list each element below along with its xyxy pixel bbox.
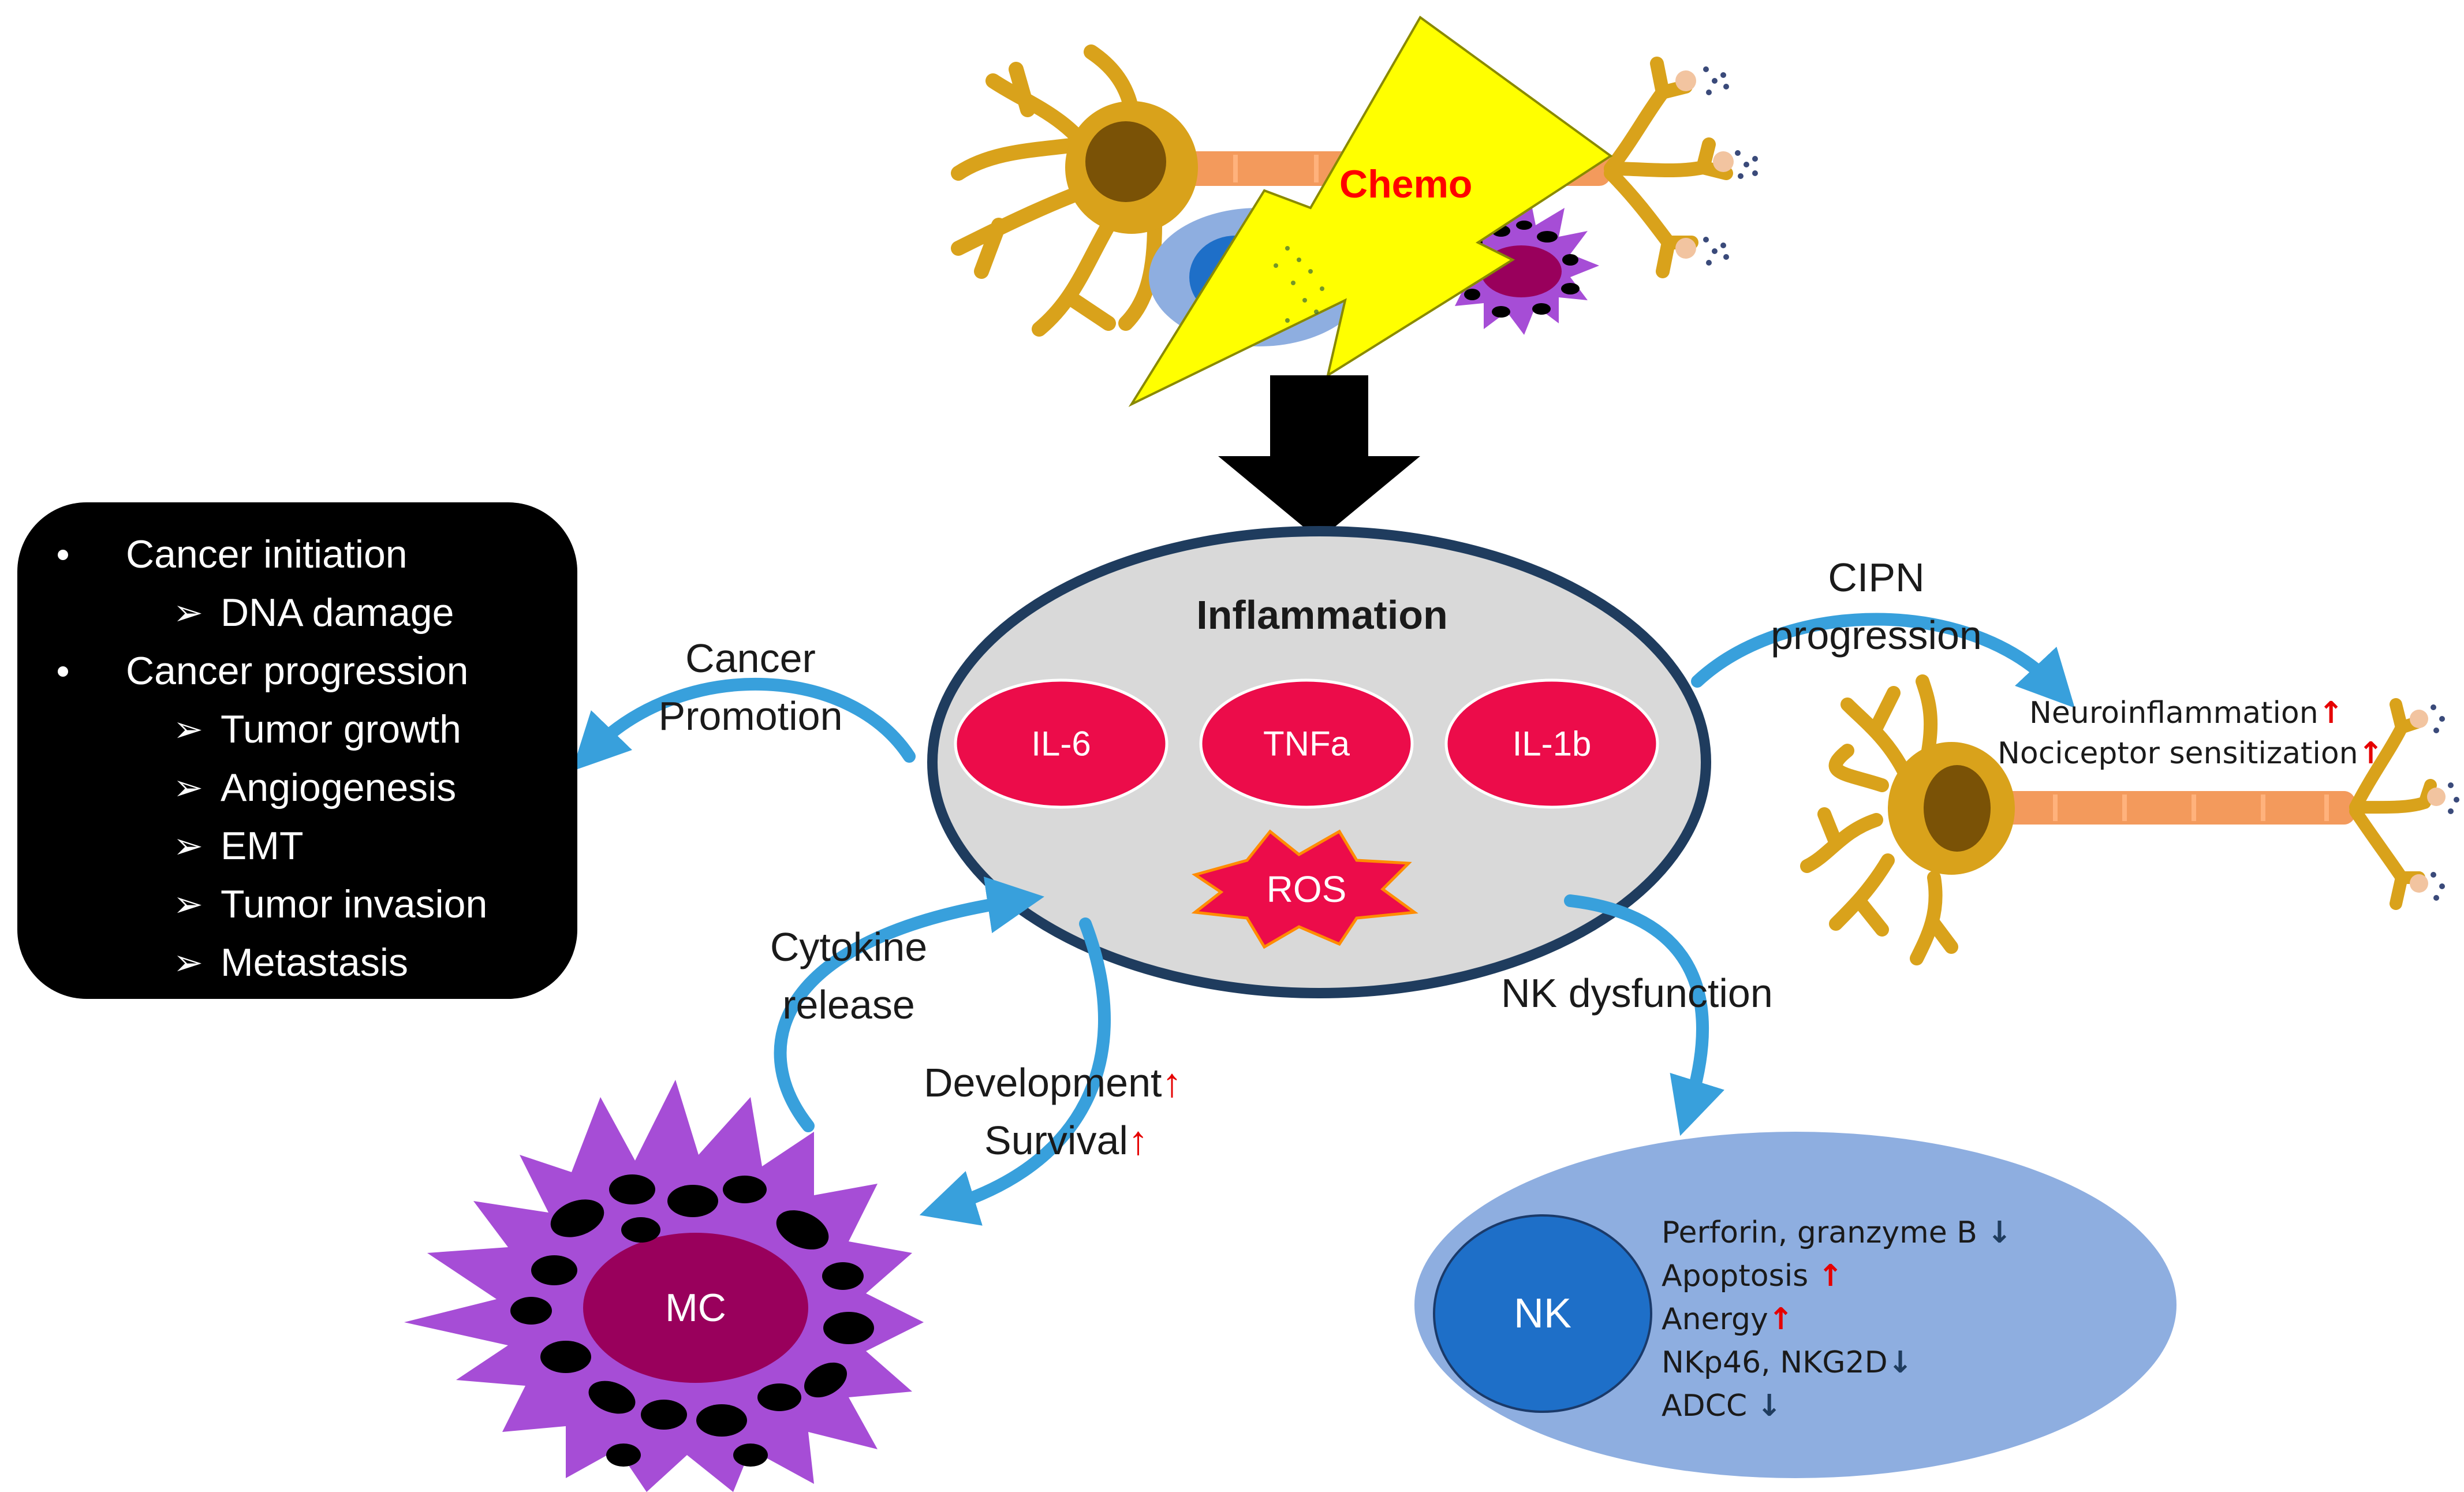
cancer-effects-box: Cancer initiation ➢ DNA damage Cancer pr… [17, 502, 577, 999]
development-survival-arrow [919, 917, 1111, 1226]
cancer-promotion-label: Cancer Promotion [658, 636, 843, 738]
nk-cell [1414, 1132, 2176, 1478]
down-arrow-icon: ↓ [1887, 1345, 1913, 1380]
lightning-bolt [1128, 16, 1613, 407]
chevron-right-icon: ➢ [173, 885, 203, 924]
chemo-label: Chemo [1339, 162, 1473, 206]
list-item: ➢ Metastasis [58, 934, 577, 992]
chevron-right-icon: ➢ [173, 768, 203, 808]
cipn-progression-label: CIPN progression [1771, 555, 1982, 658]
bullet-dot [58, 549, 68, 560]
list-item: ➢ DNA damage [58, 584, 577, 642]
chevron-right-icon: ➢ [173, 943, 203, 983]
nk-dysfunction-arrow [1564, 894, 1724, 1136]
chevron-right-icon: ➢ [173, 826, 203, 866]
chevron-right-icon: ➢ [173, 593, 203, 633]
nk-effect-apoptosis: Apoptosis ↑ [1662, 1259, 1843, 1293]
cytokine-tnfa-label: TNFa [1263, 724, 1350, 763]
cipn-progression-arrow [1691, 613, 2075, 708]
bullet-dot [58, 666, 68, 677]
inflammation-title: Inflammation [1196, 592, 1448, 637]
nk-label: NK [1513, 1290, 1572, 1337]
ros-star [1191, 829, 1418, 949]
nk-dysfunction-label: NK dysfunction [1501, 971, 1773, 1016]
down-arrow-icon: ↓ [1987, 1215, 2013, 1250]
cytokine-release-label: Cytokine release [770, 924, 928, 1027]
nk-effect-receptors: NKp46, NKG2D↓ [1662, 1345, 1913, 1380]
cancer-promotion-arrow [572, 677, 916, 771]
nk-effect-anergy: Anergy↑ [1662, 1302, 1794, 1337]
nociceptor-sensitization-label: Nociceptor sensitization↑ [1998, 736, 2384, 771]
up-arrow-icon: ↑ [1817, 1259, 1843, 1293]
up-arrow-icon: ↑ [1768, 1302, 1794, 1337]
cancer-progression-heading: Cancer progression [58, 642, 577, 700]
up-arrow-icon: ↑ [1162, 1060, 1182, 1105]
survival-label: Survival↑ [984, 1118, 1148, 1163]
neuroinflammation-label: Neuroinflammation↑ [2029, 696, 2344, 730]
inflammation-oval [927, 526, 1711, 998]
cytokine-il6-label: IL-6 [1031, 724, 1091, 763]
up-arrow-icon: ↑ [1128, 1118, 1148, 1163]
list-item: ➢ Tumor growth [58, 700, 577, 759]
cytokine-release-arrow [774, 876, 1044, 1132]
ros-label: ROS [1266, 868, 1347, 910]
nk-effect-perforin: Perforin, granzyme B ↓ [1662, 1215, 2013, 1250]
chevron-right-icon: ➢ [173, 710, 203, 749]
down-arrow-icon: ↓ [1756, 1389, 1782, 1423]
cancer-initiation-heading: Cancer initiation [58, 525, 577, 584]
right-neuron [1800, 674, 2459, 965]
mast-cell [404, 1080, 924, 1492]
development-label: Development↑ [924, 1060, 1182, 1105]
up-arrow-icon: ↑ [2358, 736, 2384, 771]
list-item: ➢ EMT [58, 817, 577, 875]
up-arrow-icon: ↑ [2318, 696, 2344, 730]
down-arrow-main [1218, 375, 1420, 540]
list-item: ➢ Angiogenesis [58, 759, 577, 817]
mc-label: MC [665, 1286, 726, 1330]
list-item: ➢ Tumor invasion [58, 875, 577, 934]
cytokine-il1b-label: IL-1b [1512, 724, 1592, 763]
nk-effect-adcc: ADCC ↓ [1662, 1389, 1782, 1423]
